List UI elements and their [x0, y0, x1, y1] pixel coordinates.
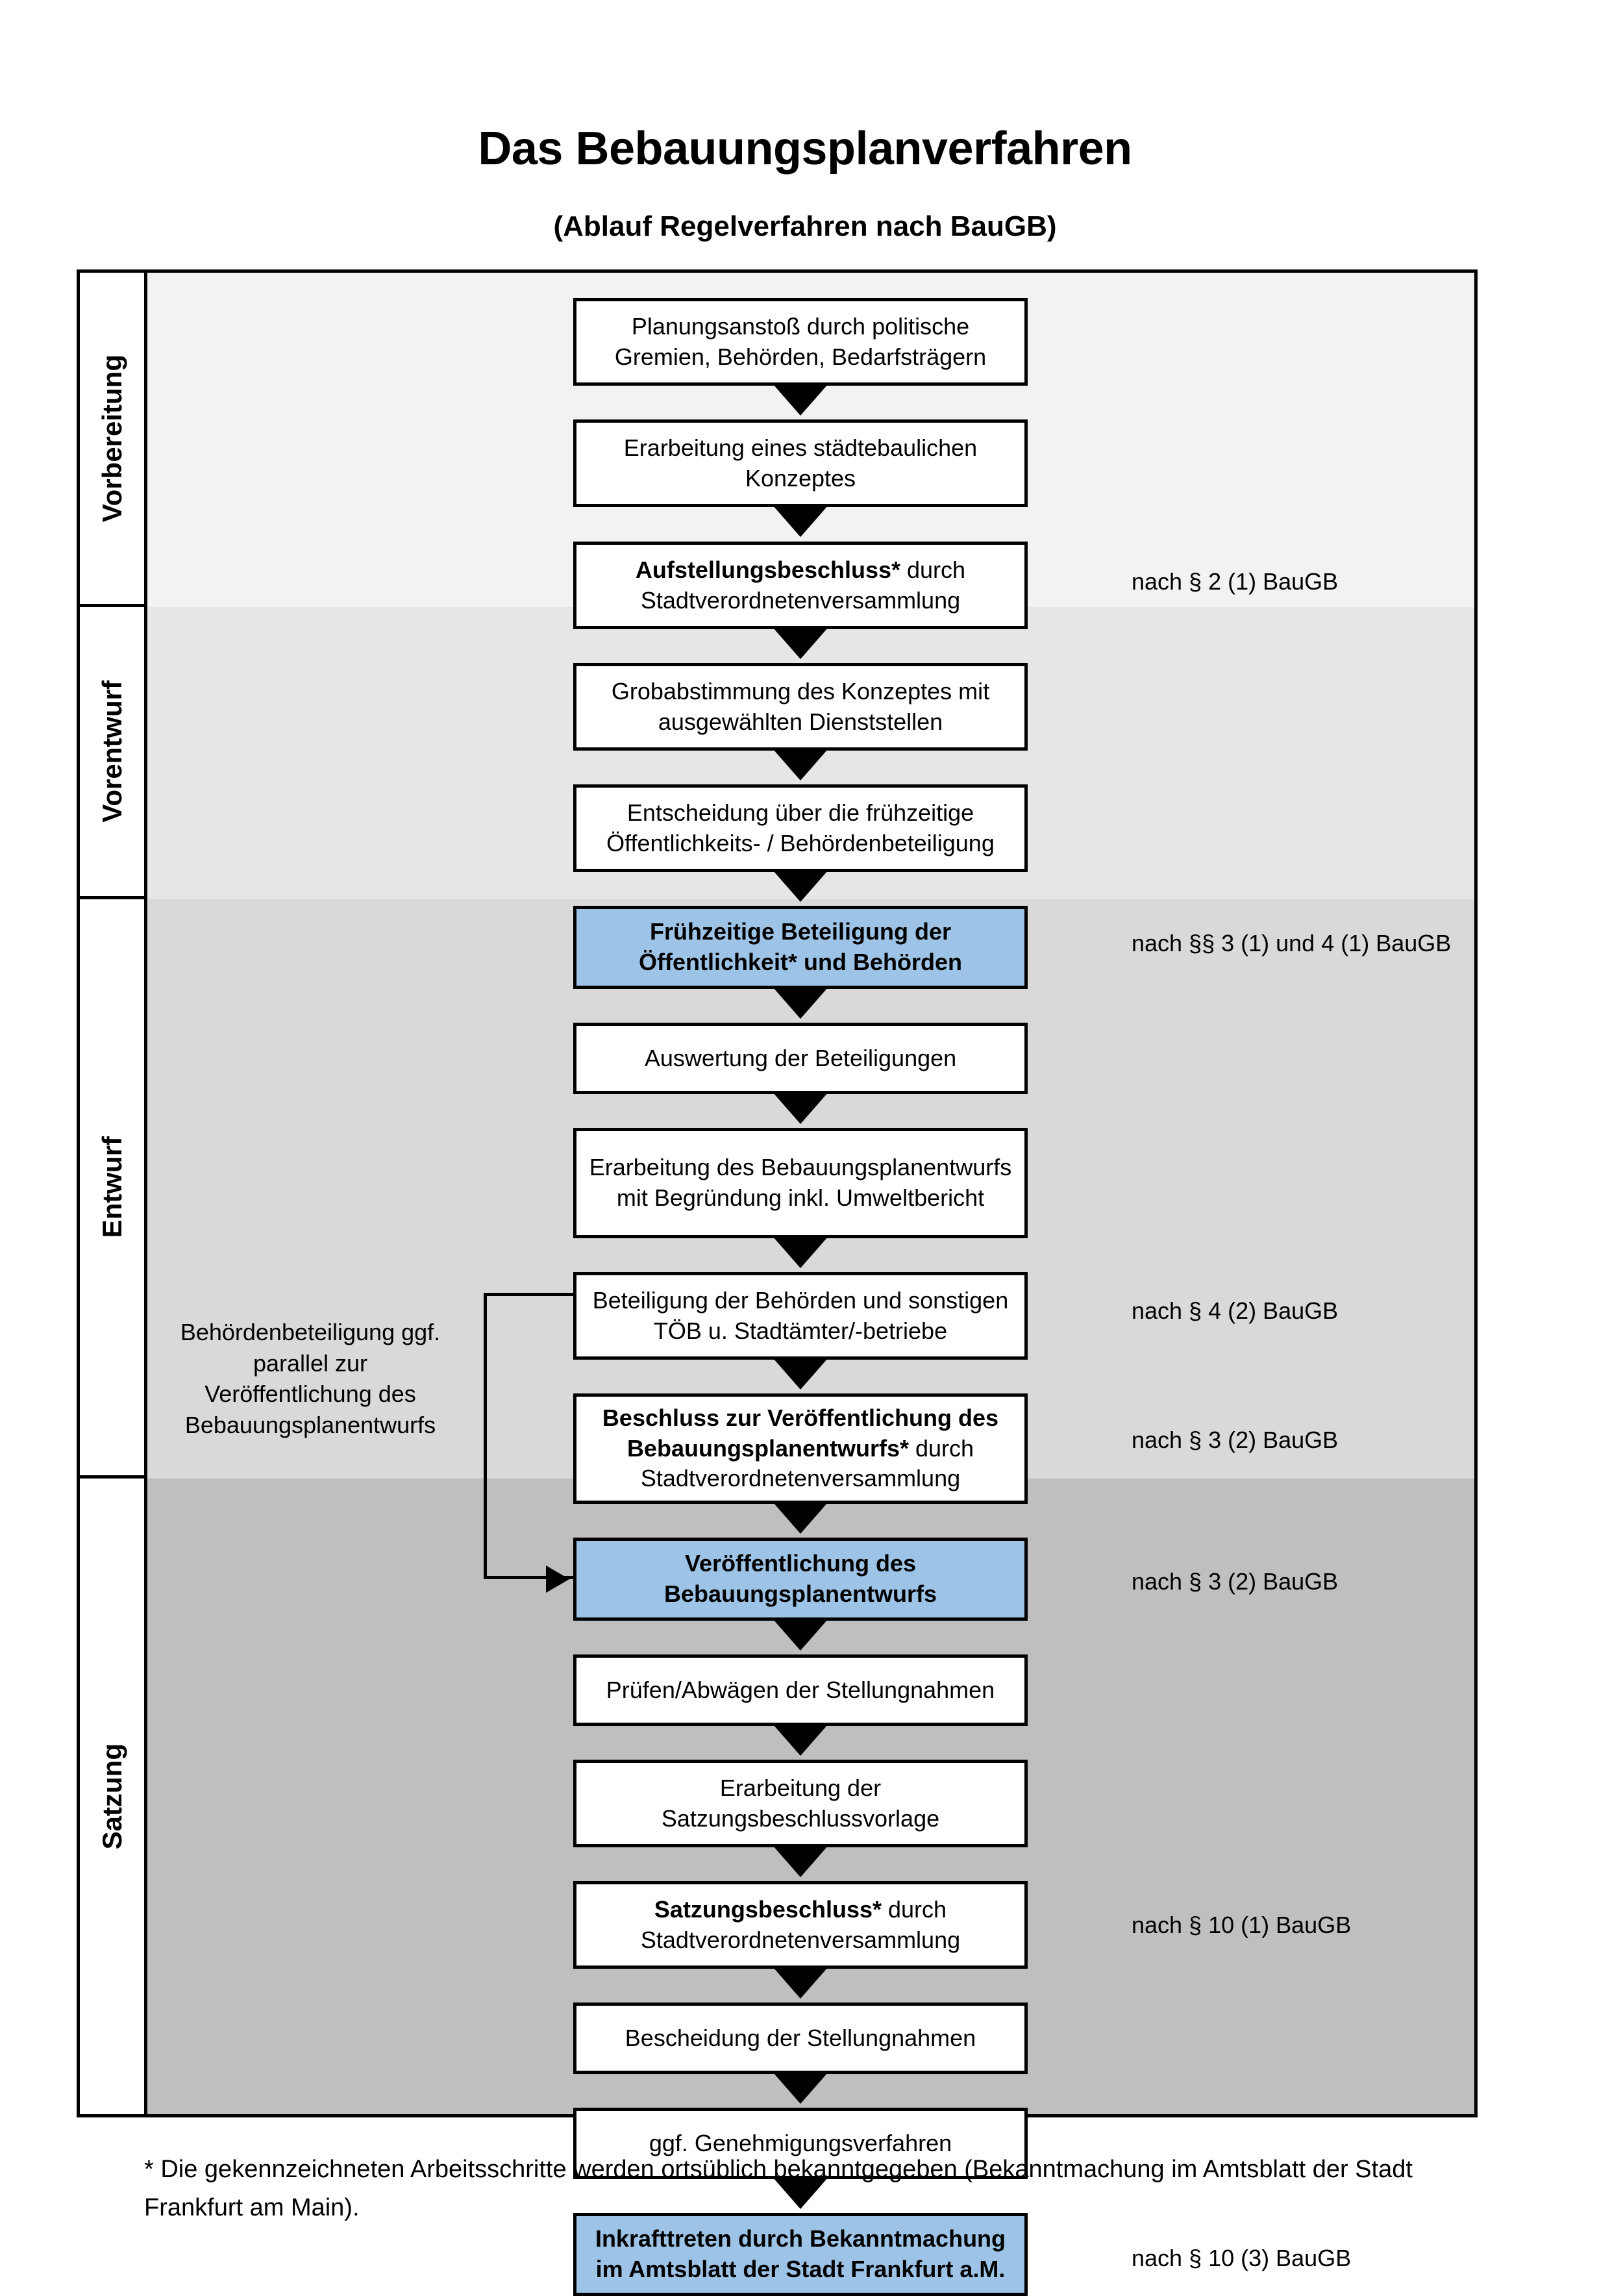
legal-note-par4-2: nach § 4 (2) BauGB	[1132, 1297, 1339, 1324]
flow-step-bold: Beschluss zur Veröffentlichung des Bebau…	[602, 1404, 999, 1462]
legal-note-par3-2-a: nach § 3 (2) BauGB	[1132, 1427, 1339, 1453]
flow-step-text: Beschluss zur Veröffentlichung des Bebau…	[583, 1403, 1018, 1494]
flow-step-text: Planungsanstoß durch politische Gremien,…	[614, 312, 987, 370]
flow-step-text: Auswertung der Beteiligungen	[644, 1044, 957, 1071]
flow-arrow-down	[773, 871, 828, 902]
flow-arrow-down	[773, 749, 828, 780]
annotation-behoerdenbeteiligung-parallel: Behördenbeteiligung ggf. parallel zur Ve…	[180, 1319, 441, 1438]
phase-label-text: Satzung	[96, 1743, 127, 1850]
flow-arrow-down	[773, 1725, 828, 1756]
flow-step-text: Erarbeitung eines städtebaulichen Konzep…	[623, 434, 978, 492]
flow-step-erarbeitung-konzept: Erarbeitung eines städtebaulichen Konzep…	[573, 419, 1028, 507]
flow-step-auswertung: Auswertung der Beteiligungen	[573, 1023, 1028, 1094]
flow-step-bold: Aufstellungsbeschluss*	[635, 556, 901, 583]
flow-step-erarbeitung-satzungsvorlage: Erarbeitung der Satzungsbeschlussvorlage	[573, 1760, 1028, 1847]
page-subtitle: (Ablauf Regelverfahren nach BauGB)	[553, 210, 1057, 242]
flow-step-bold: Satzungsbeschluss*	[654, 1895, 882, 1923]
flow-step-bold: Inkrafttreten	[595, 2225, 732, 2252]
flow-arrow-down	[773, 384, 828, 416]
flow-step-planungsanstoss: Planungsanstoß durch politische Gremien,…	[573, 298, 1028, 386]
flow-step-grobabstimmung: Grobabstimmung des Konzeptes mit ausgewä…	[573, 663, 1028, 751]
flow-arrow-down	[773, 2178, 828, 2209]
flow-arrow-down	[773, 1503, 828, 1534]
flow-arrow-down	[773, 1237, 828, 1268]
flow-arrow-down	[773, 506, 828, 537]
flow-step-rest: durch Stadtverordnetenversammlung	[640, 556, 966, 614]
flow-step-text: Aufstellungsbeschluss* durch Stadtverord…	[583, 555, 1018, 616]
parallel-path-bracket	[484, 1293, 573, 1579]
flow-step-rest: durch Stadtverordnetenversammlung	[640, 1895, 961, 1953]
phase-label-text: Vorbereitung	[96, 354, 127, 523]
flow-step-text: Beteiligung der Behörden und sonstigen T…	[592, 1286, 1009, 1344]
flow-step-text: Grobabstimmung des Konzeptes mit ausgewä…	[611, 677, 990, 735]
page-title: Das Bebauungsplanverfahren	[478, 123, 1132, 175]
flow-step-rest: durch Stadtverordnetenversammlung	[640, 1434, 974, 1492]
flow-arrow-down	[773, 628, 828, 659]
flow-step-text: Prüfen/Abwägen der Stellungnahmen	[606, 1676, 995, 1703]
flow-step-genehmigungsverfahren: ggf. Genehmigungsverfahren	[573, 2108, 1028, 2179]
flow-step-erarbeitung-entwurf: Erarbeitung des Bebauungsplanentwurfs mi…	[573, 1128, 1028, 1238]
flow-arrow-down	[773, 1358, 828, 1390]
phase-label-satzung: Satzung	[80, 1479, 144, 2114]
phase-label-text: Vorentwurf	[96, 680, 127, 823]
flow-step-pruefen-abwaegen: Prüfen/Abwägen der Stellungnahmen	[573, 1654, 1028, 1726]
phase-label-entwurf: Entwurf	[80, 899, 144, 1479]
flow-step-text: Erarbeitung des Bebauungsplanentwurfs mi…	[589, 1154, 1012, 1211]
footnote-text: * Die gekennzeichneten Arbeitsschritte w…	[144, 2156, 1413, 2221]
flow-step-beschluss-veroeffentlichung: Beschluss zur Veröffentlichung des Bebau…	[573, 1393, 1028, 1504]
legal-note-par3-1-4-1: nach §§ 3 (1) und 4 (1) BauGB	[1132, 930, 1452, 956]
flow-step-satzungsbeschluss: Satzungsbeschluss* durch Stadtverordnete…	[573, 1881, 1028, 1969]
legal-note-par10-1: nach § 10 (1) BauGB	[1132, 1912, 1352, 1938]
flow-step-text: Frühzeitige Beteiligung der Öffentlichke…	[638, 918, 963, 975]
legal-note-par10-3: nach § 10 (3) BauGB	[1132, 2245, 1352, 2271]
flow-step-text: Satzungsbeschluss* durch Stadtverordnete…	[583, 1895, 1018, 1956]
flow-step-text: Veröffentlichung des Bebauungsplanentwur…	[663, 1550, 937, 1607]
flow-step-text: ggf. Genehmigungsverfahren	[649, 2129, 952, 2156]
phase-label-vorbereitung: Vorbereitung	[80, 273, 144, 607]
legal-note-par3-2-b: nach § 3 (2) BauGB	[1132, 1568, 1339, 1595]
phase-label-vorentwurf: Vorentwurf	[80, 607, 144, 899]
flow-arrow-down	[773, 1846, 828, 1877]
flow-arrow-down	[773, 2073, 828, 2104]
flow-step-beteiligung-behoerden: Beteiligung der Behörden und sonstigen T…	[573, 1272, 1028, 1360]
flow-step-aufstellungsbeschluss: Aufstellungsbeschluss* durch Stadtverord…	[573, 542, 1028, 629]
flow-step-fruehzeitige-beteiligung: Frühzeitige Beteiligung der Öffentlichke…	[573, 906, 1028, 989]
flow-step-entscheidung-fruehzeitige: Entscheidung über die frühzeitige Öffent…	[573, 784, 1028, 872]
legal-note-par2-1: nach § 2 (1) BauGB	[1132, 568, 1339, 595]
flow-step-veroeffentlichung-entwurf: Veröffentlichung des Bebauungsplanentwur…	[573, 1538, 1028, 1621]
flowchart-frame: Vorbereitung Vorentwurf Entwurf Satzung …	[77, 269, 1478, 2296]
phase-label-text: Entwurf	[96, 1136, 127, 1238]
flow-step-bescheidung: Bescheidung der Stellungnahmen	[573, 2003, 1028, 2074]
phase-sidebar: Vorbereitung Vorentwurf Entwurf Satzung	[80, 273, 147, 2114]
flow-step-text: Erarbeitung der Satzungsbeschlussvorlage	[661, 1774, 940, 1832]
flow-arrow-down	[773, 1619, 828, 1651]
parallel-path-arrow-icon	[546, 1566, 569, 1593]
flow-step-text: Bescheidung der Stellungnahmen	[625, 2024, 976, 2051]
flow-step-text: Entscheidung über die frühzeitige Öffent…	[606, 799, 995, 856]
flow-arrow-down	[773, 1093, 828, 1124]
flow-arrow-down	[773, 988, 828, 1019]
flow-step-text: Inkrafttreten durch Bekanntmachung im Am…	[583, 2224, 1018, 2285]
flow-arrow-down	[773, 1967, 828, 1999]
